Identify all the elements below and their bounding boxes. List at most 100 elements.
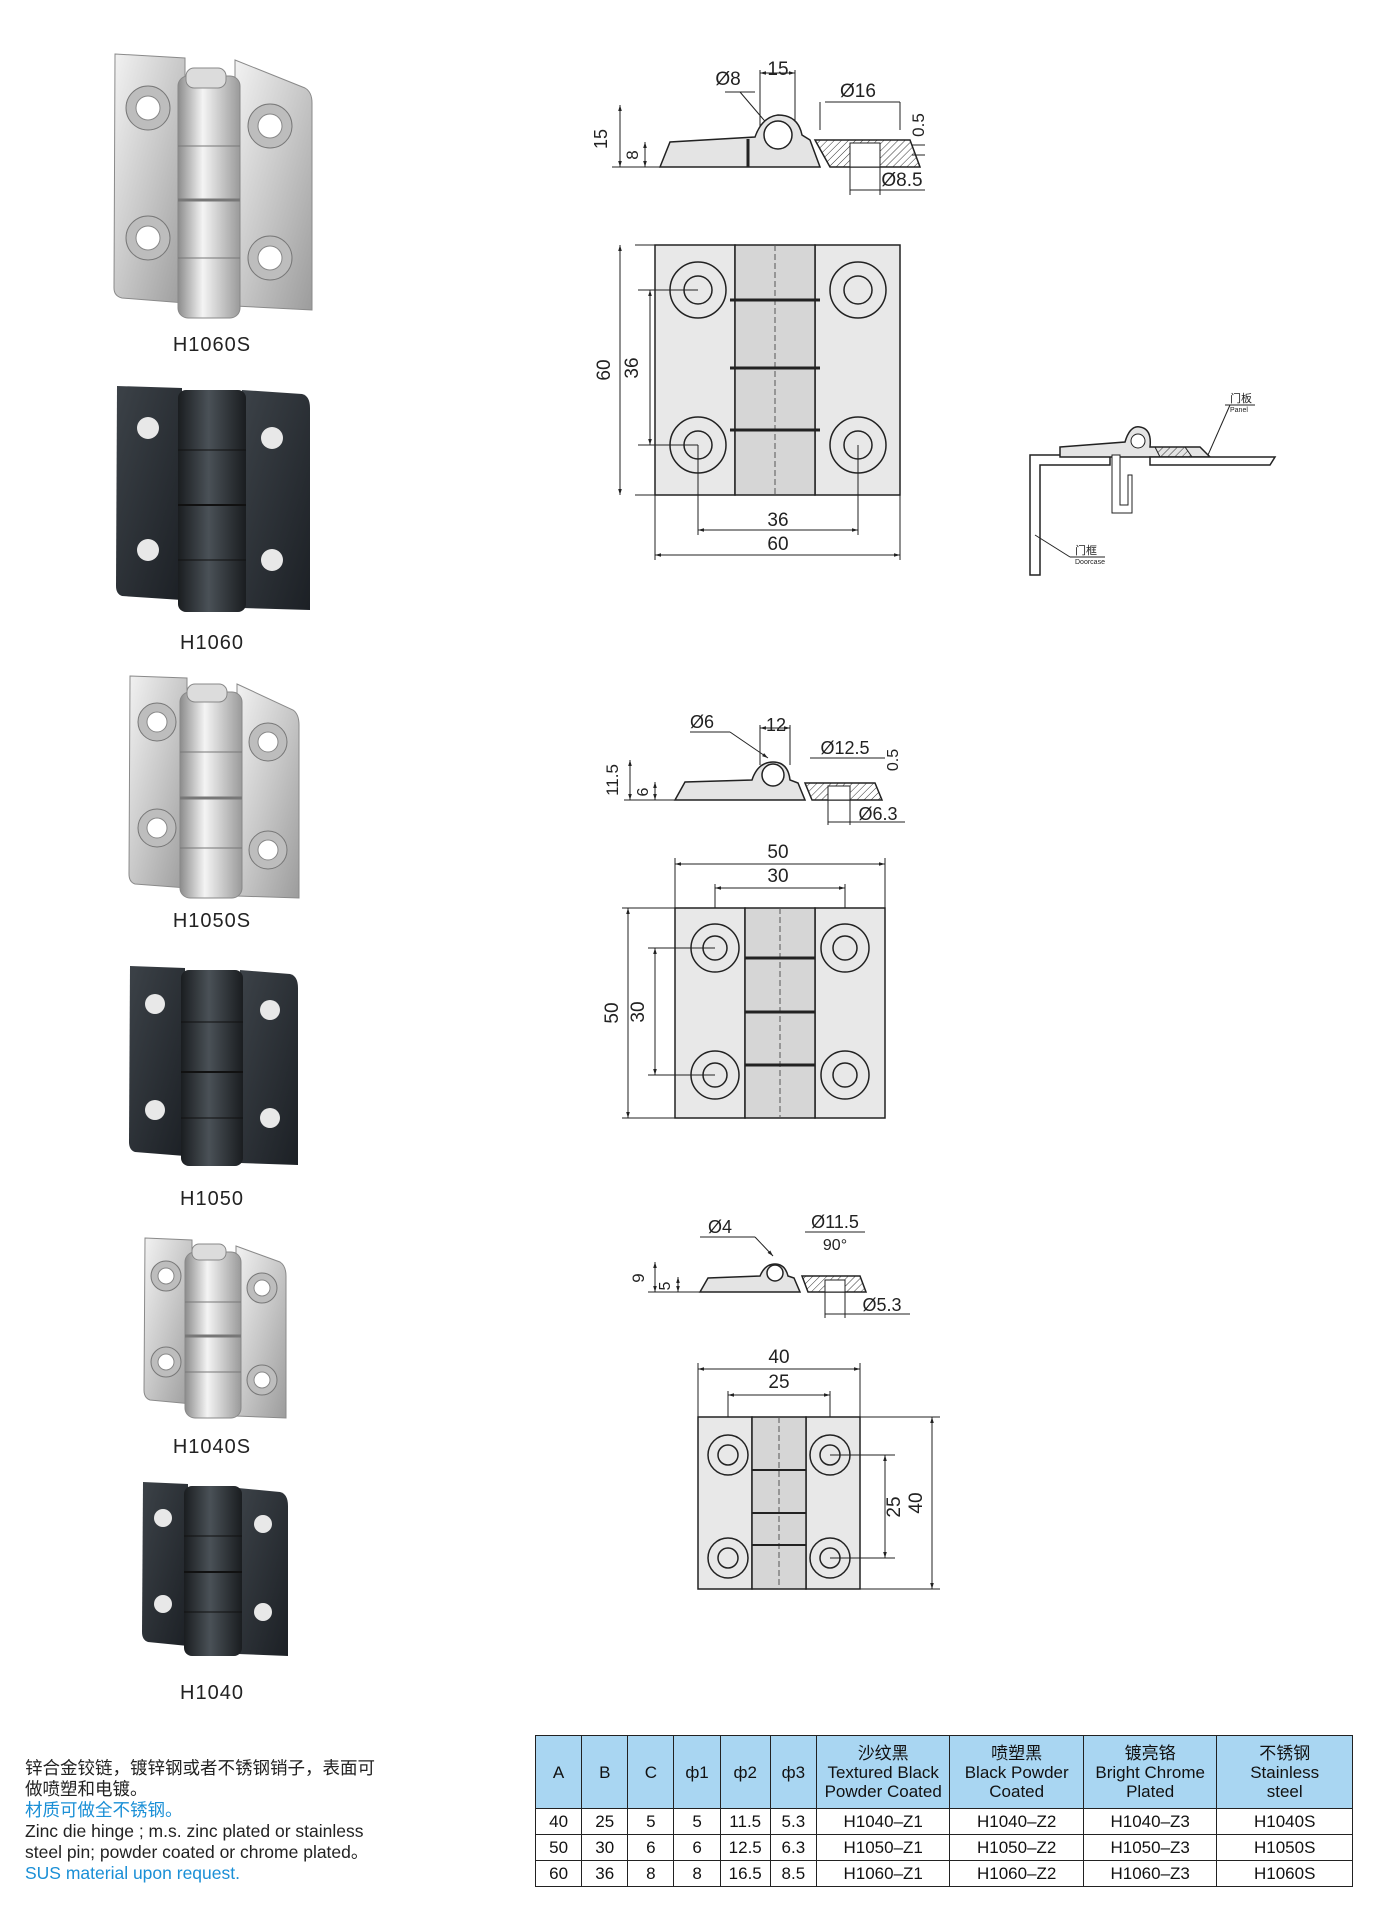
table-cell: 25 — [581, 1808, 629, 1835]
dim-hole: Ø6 — [690, 712, 714, 732]
table-cell: 40 — [534, 1808, 583, 1835]
hinge-photo-h1050 — [129, 966, 298, 1166]
h1060-side-view: 15 Ø8 Ø16 0.5 Ø8.5 15 8 — [591, 59, 928, 195]
dim-pitch: 15 — [767, 59, 788, 80]
table-cell: H1060S — [1216, 1860, 1353, 1887]
table-cell: 6 — [627, 1834, 675, 1861]
dim-hole-v: 36 — [622, 357, 643, 378]
panel-label-en: Panel — [1230, 407, 1248, 414]
table-cell: 8 — [673, 1860, 721, 1887]
col-header-line: Black Powder — [964, 1762, 1069, 1782]
col-header-line: 不锈钢 — [1259, 1743, 1311, 1763]
table-cell: 30 — [581, 1834, 629, 1861]
dim-height: 15 — [591, 129, 611, 149]
dim-height: 11.5 — [603, 764, 622, 796]
table-cell: H1050–Z3 — [1082, 1834, 1218, 1861]
dim-height: 60 — [594, 359, 615, 380]
h1040-side-view: Ø4 Ø11.5 90° Ø5.3 9 5 — [629, 1212, 910, 1318]
description-en-line2: steel pin; powder coated or chrome plate… — [25, 1842, 369, 1862]
table-cell: H1050S — [1216, 1834, 1353, 1861]
dim-cbore: Ø11.5 — [811, 1212, 859, 1232]
table-cell: 16.5 — [719, 1860, 771, 1887]
table-cell: H1040–Z3 — [1082, 1808, 1218, 1835]
dim-hole-h: 30 — [767, 866, 788, 887]
hinge-photo-h1060 — [116, 386, 310, 612]
table-cell: H1040–Z2 — [949, 1808, 1084, 1835]
col-header-line: Powder Coated — [824, 1781, 942, 1801]
table-cell: 36 — [581, 1860, 629, 1887]
col-header-line: Coated — [989, 1781, 1045, 1801]
model-label: H1040S — [172, 1436, 252, 1458]
col-header-black-powder: 喷塑黑 Black Powder Coated — [949, 1735, 1084, 1809]
dim-hole: Ø4 — [708, 1217, 732, 1237]
table-header-row: A B C ф1 ф2 ф3 沙纹黑 Textured Black Powder… — [534, 1735, 1353, 1809]
dim-hole-v: 30 — [628, 1001, 649, 1022]
dim-gap: 0.5 — [885, 749, 902, 771]
col-header-phi3: ф3 — [769, 1735, 817, 1809]
table-cell: 5 — [673, 1808, 721, 1835]
table-cell: 50 — [534, 1834, 583, 1861]
dim-thickness: 6 — [635, 787, 652, 796]
h1050-front-view: 50 30 50 30 — [602, 842, 886, 1119]
dim-height: 50 — [602, 1002, 623, 1023]
dim-width: 60 — [767, 534, 788, 555]
col-header-phi2: ф2 — [719, 1735, 771, 1809]
description-cn-line1: 锌合金铰链，镀锌钢或者不锈钢销子，表面可 — [25, 1758, 375, 1778]
dim-hole-v: 25 — [884, 1496, 905, 1517]
table-cell: H1060–Z1 — [815, 1860, 951, 1887]
h1060-front-view: 60 36 36 60 — [594, 244, 901, 560]
col-header-stainless: 不锈钢 Stainless steel — [1216, 1735, 1353, 1809]
dim-hole-h: 25 — [768, 1372, 789, 1393]
hinge-photo-h1060s — [113, 53, 313, 319]
dim-width: 40 — [768, 1347, 789, 1368]
col-header-line: Textured Black — [827, 1762, 939, 1782]
dim-pitch: 12 — [766, 715, 786, 735]
frame-label-en: Doorcase — [1075, 559, 1105, 566]
table-cell: 6.3 — [769, 1834, 817, 1861]
table-cell: 60 — [534, 1860, 583, 1887]
product-description: 锌合金铰链，镀锌钢或者不锈钢销子，表面可 做喷塑和电镀。 材质可做全不锈钢。 Z… — [25, 1758, 455, 1884]
model-label: H1050 — [180, 1188, 244, 1210]
dim-gap: 0.5 — [909, 113, 928, 137]
model-label: H1040 — [180, 1682, 244, 1704]
table-cell: H1040–Z1 — [815, 1808, 951, 1835]
dim-through: Ø5.3 — [862, 1295, 901, 1315]
col-header-line: steel — [1266, 1781, 1303, 1801]
col-header-line: Stainless — [1250, 1762, 1320, 1782]
col-header-textured-black: 沙纹黑 Textured Black Powder Coated — [815, 1735, 951, 1809]
hinge-photo-h1040 — [142, 1482, 288, 1656]
description-cn-note: 材质可做全不锈钢。 — [25, 1800, 183, 1820]
dim-height: 40 — [906, 1492, 927, 1513]
model-label: H1050S — [172, 910, 252, 932]
table-cell: 6 — [673, 1834, 721, 1861]
col-header-c: C — [627, 1735, 675, 1809]
hinge-photo-h1040s — [143, 1237, 287, 1419]
table-cell: H1050–Z2 — [949, 1834, 1084, 1861]
dim-thickness: 8 — [623, 150, 642, 159]
model-label: H1060S — [172, 334, 252, 356]
description-cn-line2: 做喷塑和电镀。 — [25, 1779, 148, 1799]
hinge-photo-h1050s — [128, 675, 300, 899]
table-cell: H1050–Z1 — [815, 1834, 951, 1861]
dim-angle: 90° — [823, 1237, 847, 1254]
dim-thickness: 5 — [657, 1281, 674, 1290]
col-header-line: 喷塑黑 — [991, 1743, 1043, 1763]
table-cell: 5 — [627, 1808, 675, 1835]
spec-table: A B C ф1 ф2 ф3 沙纹黑 Textured Black Powder… — [534, 1735, 1353, 1887]
table-cell: H1060–Z2 — [949, 1860, 1084, 1887]
dim-through: Ø8.5 — [881, 170, 922, 191]
col-header-phi1: ф1 — [673, 1735, 721, 1809]
panel-label-cn: 门板 — [1230, 391, 1252, 405]
col-header-line: Plated — [1126, 1781, 1175, 1801]
dim-cbore: Ø12.5 — [820, 738, 869, 758]
description-en-line1: Zinc die hinge ; m.s. zinc plated or sta… — [25, 1821, 364, 1841]
dim-through: Ø6.3 — [858, 804, 897, 824]
dim-cbore: Ø16 — [840, 81, 876, 102]
table-cell: 5.3 — [769, 1808, 817, 1835]
col-header-bright-chrome: 镀亮铬 Bright Chrome Plated — [1082, 1735, 1218, 1809]
frame-label-cn: 门框 — [1075, 543, 1097, 557]
table-cell: 11.5 — [719, 1808, 771, 1835]
